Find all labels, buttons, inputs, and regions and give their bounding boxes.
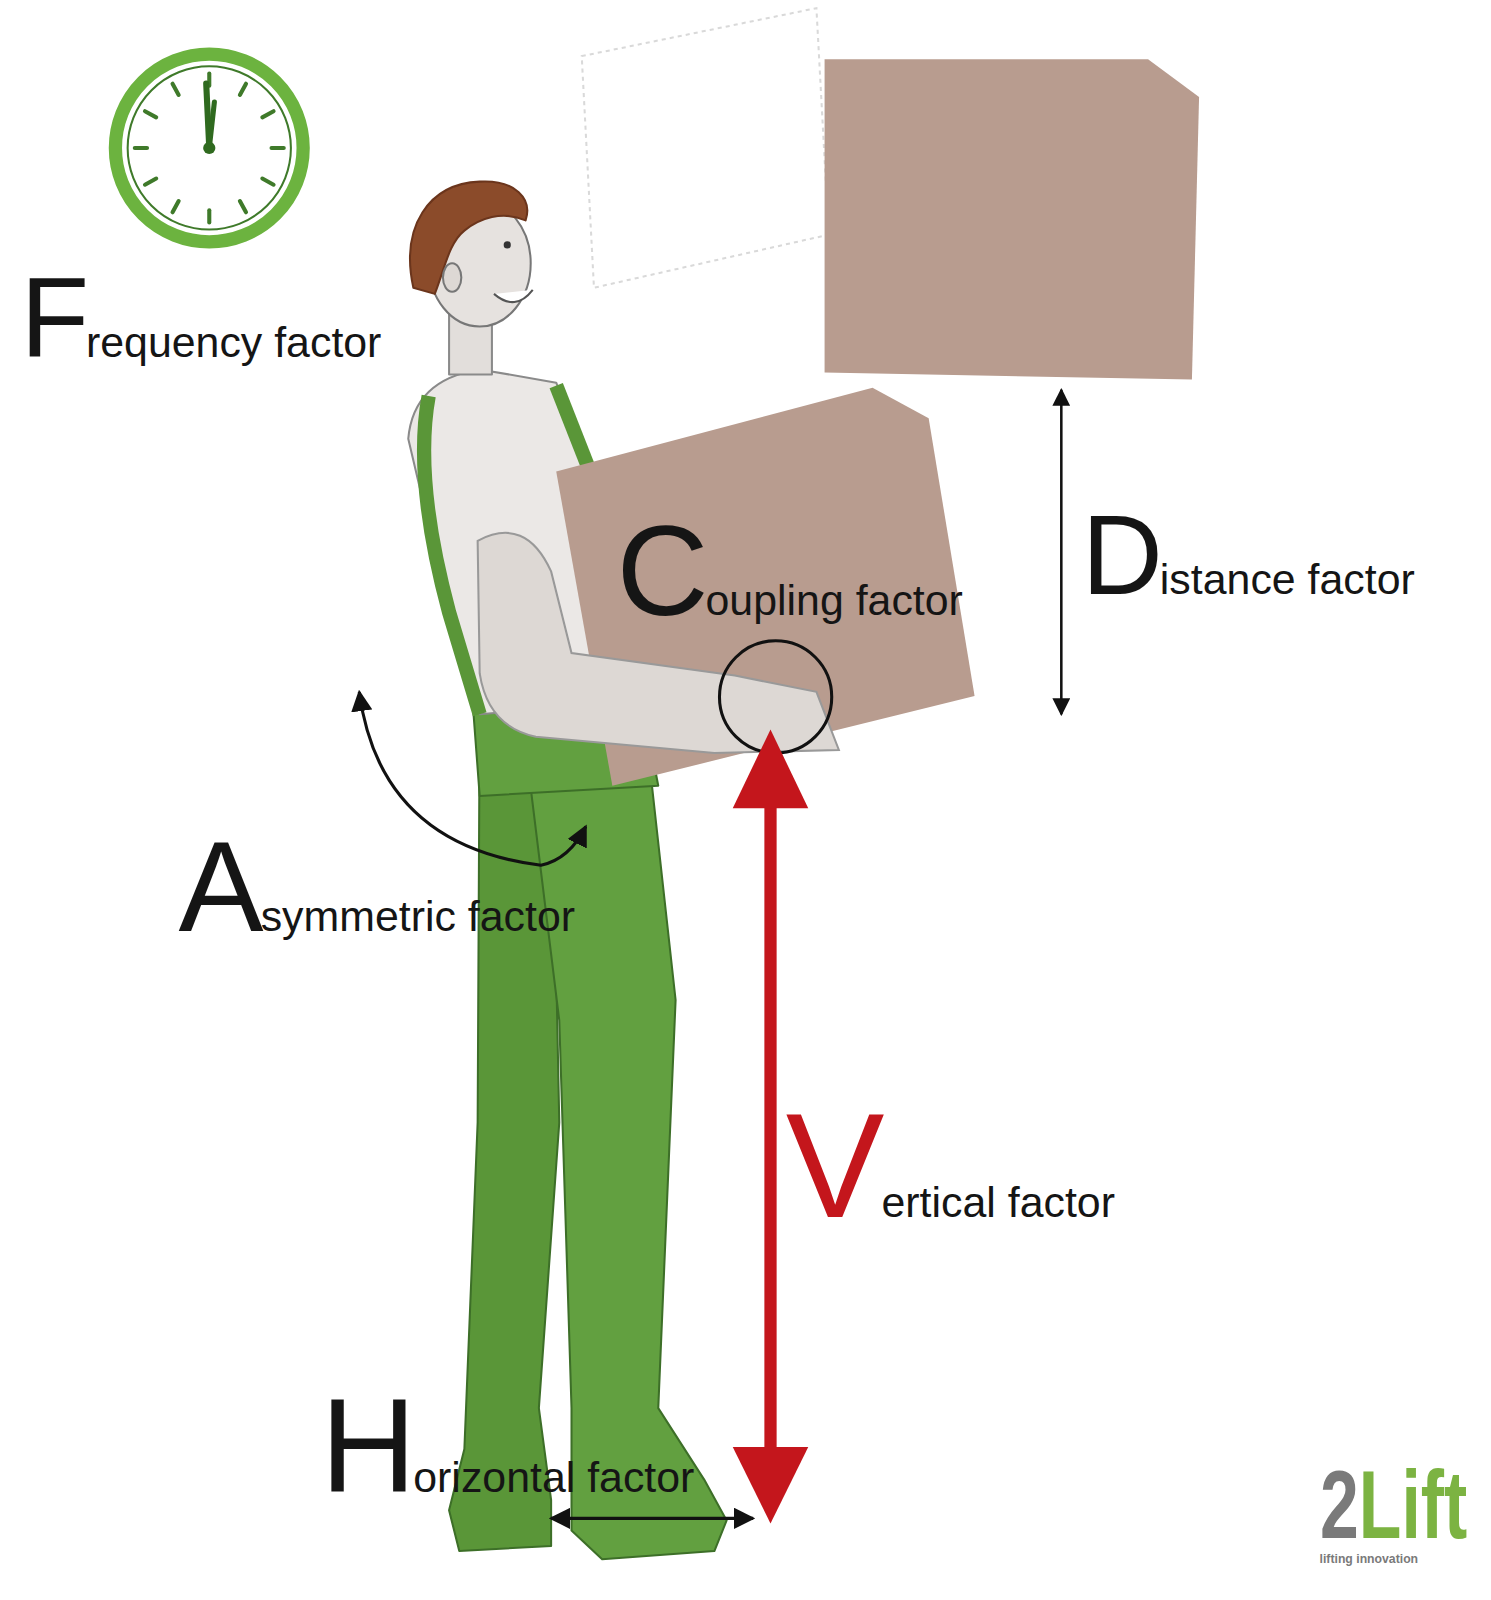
twist-arrow bbox=[359, 692, 586, 865]
ghost-box bbox=[582, 8, 829, 288]
logo-tagline: lifting innovation bbox=[1320, 1553, 1419, 1565]
clock-icon bbox=[115, 54, 303, 242]
factor-label: Vertical factor bbox=[786, 1092, 1115, 1240]
worker-figure bbox=[408, 181, 726, 1559]
factor-label: Coupling factor bbox=[616, 508, 962, 636]
logo-text: 2Lift bbox=[1320, 1457, 1467, 1554]
distance-arrow bbox=[1060, 390, 1063, 714]
factor-label: Distance factor bbox=[1082, 499, 1415, 611]
target-box bbox=[825, 59, 1199, 379]
factor-label: Frequency factor bbox=[20, 262, 381, 374]
factor-label: Asymmetric factor bbox=[179, 824, 575, 952]
grip-circle bbox=[719, 641, 831, 753]
horizontal-arrow bbox=[551, 1517, 753, 1520]
factor-label: Horizontal factor bbox=[320, 1380, 694, 1513]
